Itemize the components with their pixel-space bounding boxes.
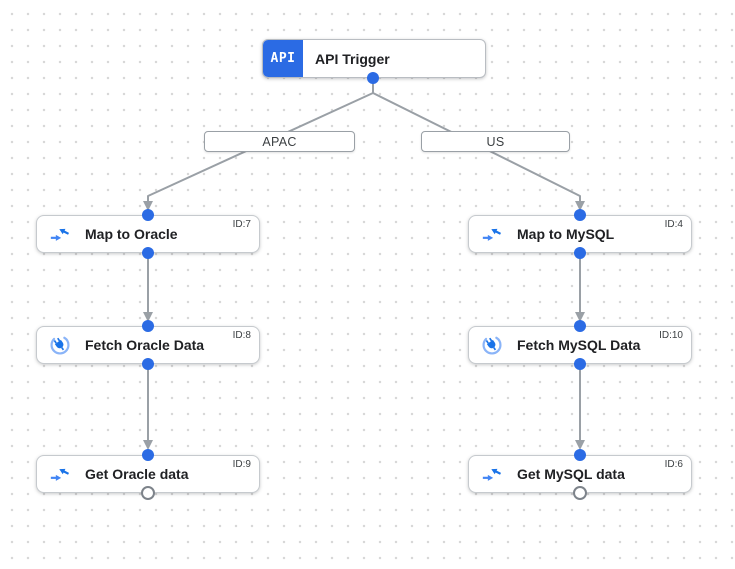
port-trigger-out[interactable] <box>367 72 379 84</box>
api-trigger-icon: API <box>263 40 303 77</box>
task-id-badge: ID:8 <box>232 330 251 341</box>
port-end-get-mysql-data[interactable] <box>573 486 587 500</box>
port-in-map-to-oracle[interactable] <box>142 209 154 221</box>
task-id-badge: ID:7 <box>232 219 251 230</box>
port-out-fetch-oracle-data[interactable] <box>142 358 154 370</box>
task-title: Map to Oracle <box>85 226 178 242</box>
task-title: Fetch MySQL Data <box>517 337 641 353</box>
connector-icon <box>481 334 503 356</box>
port-out-map-to-oracle[interactable] <box>142 247 154 259</box>
task-id-badge: ID:10 <box>659 330 683 341</box>
data-mapping-icon <box>49 466 71 483</box>
task-node-fetch-mysql-data[interactable]: Fetch MySQL Data ID:10 <box>468 326 692 364</box>
task-id-badge: ID:4 <box>664 219 683 230</box>
branch-label-us[interactable]: US <box>421 131 570 152</box>
port-in-get-oracle-data[interactable] <box>142 449 154 461</box>
port-out-map-to-mysql[interactable] <box>574 247 586 259</box>
task-id-badge: ID:6 <box>664 459 683 470</box>
task-node-fetch-oracle-data[interactable]: Fetch Oracle Data ID:8 <box>36 326 260 364</box>
port-in-get-mysql-data[interactable] <box>574 449 586 461</box>
branch-label-apac[interactable]: APAC <box>204 131 355 152</box>
port-end-get-oracle-data[interactable] <box>141 486 155 500</box>
port-in-fetch-mysql-data[interactable] <box>574 320 586 332</box>
port-in-map-to-mysql[interactable] <box>574 209 586 221</box>
api-trigger-node[interactable]: API API Trigger <box>262 39 486 78</box>
task-title: Map to MySQL <box>517 226 615 242</box>
task-title: Fetch Oracle Data <box>85 337 205 353</box>
task-node-map-to-mysql[interactable]: Map to MySQL ID:4 <box>468 215 692 253</box>
task-id-badge: ID:9 <box>232 459 251 470</box>
port-in-fetch-oracle-data[interactable] <box>142 320 154 332</box>
data-mapping-icon <box>49 226 71 243</box>
data-mapping-icon <box>481 226 503 243</box>
port-out-fetch-mysql-data[interactable] <box>574 358 586 370</box>
data-mapping-icon <box>481 466 503 483</box>
api-trigger-title: API Trigger <box>315 50 390 67</box>
task-title: Get MySQL data <box>517 466 625 482</box>
connector-icon <box>49 334 71 356</box>
task-title: Get Oracle data <box>85 466 189 482</box>
task-node-map-to-oracle[interactable]: Map to Oracle ID:7 <box>36 215 260 253</box>
